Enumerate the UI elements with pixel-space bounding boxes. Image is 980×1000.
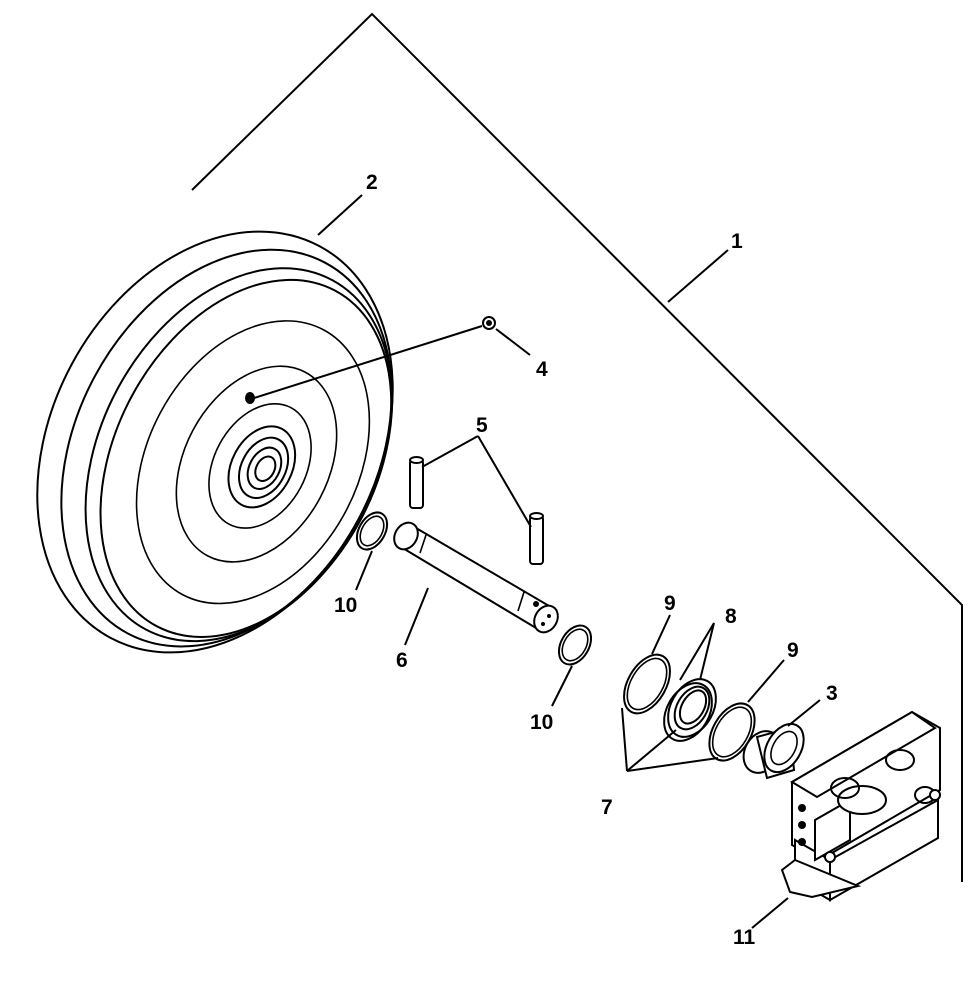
callout-3: 3 bbox=[826, 682, 838, 705]
roll-pin-left bbox=[409, 456, 424, 509]
seal-ring-outer-left bbox=[623, 653, 671, 715]
o-ring-right bbox=[557, 624, 593, 666]
bearing-block bbox=[780, 710, 941, 902]
callout-6: 6 bbox=[396, 649, 408, 672]
callout-9-right: 9 bbox=[787, 639, 799, 662]
callout-2: 2 bbox=[366, 171, 378, 194]
leader-lines bbox=[253, 194, 821, 929]
assembly-bracket bbox=[191, 12, 963, 882]
o-ring-left bbox=[355, 511, 389, 551]
roll-pin-right bbox=[529, 512, 544, 565]
callout-4: 4 bbox=[536, 358, 548, 381]
callout-10-right: 10 bbox=[530, 711, 553, 734]
plug bbox=[482, 316, 496, 330]
callout-5: 5 bbox=[476, 414, 488, 437]
duo-cone-seal bbox=[663, 678, 717, 742]
callouts: 1 2 3 4 5 6 7 8 9 9 10 10 11 bbox=[334, 171, 838, 949]
callout-7: 7 bbox=[601, 796, 613, 819]
bushing bbox=[742, 722, 805, 780]
wheel-plug-hole bbox=[245, 392, 255, 404]
shaft bbox=[393, 521, 559, 634]
callout-1: 1 bbox=[731, 230, 743, 253]
callout-8: 8 bbox=[725, 605, 737, 628]
callout-9-left: 9 bbox=[664, 592, 676, 615]
callout-10-left: 10 bbox=[334, 594, 357, 617]
callout-11: 11 bbox=[733, 926, 756, 949]
idler-wheel bbox=[36, 230, 394, 654]
